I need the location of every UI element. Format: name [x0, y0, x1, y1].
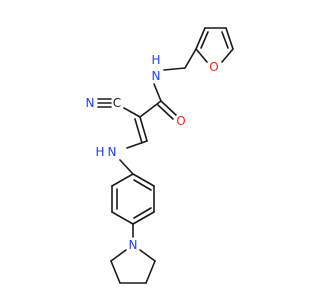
atom-n-amine-h: H	[95, 145, 104, 159]
bond-cc-double-1	[139, 116, 148, 142]
atom-o-carbonyl: O	[176, 114, 185, 128]
bond-ph-3	[132, 211, 155, 225]
bond-furan-3-inner	[221, 31, 229, 49]
bond-nh-phenyl	[119, 159, 134, 175]
atom-n-amide: N	[152, 69, 161, 83]
bond-nh-carbonyl	[153, 83, 162, 102]
bond-ph-4	[111, 211, 134, 225]
atom-n-nitrile: N	[86, 96, 95, 110]
bond-alpha-cnc	[123, 107, 141, 118]
molecule-structure: O H N O N C H N N	[86, 27, 234, 284]
bond-ph-6	[111, 173, 134, 187]
bond-furan-3	[225, 27, 234, 50]
bond-pyr-1	[139, 249, 156, 262]
bond-co-2	[157, 104, 174, 120]
atom-n-amide-h: H	[151, 53, 160, 67]
bond-furan-1	[195, 27, 206, 50]
atom-n-pyrrolidine: N	[129, 238, 138, 252]
bond-furan-4	[221, 48, 234, 63]
bonds	[97, 27, 234, 284]
bond-furan-5	[195, 48, 208, 63]
bond-vinyl-nh	[126, 140, 148, 149]
bond-pyr-5	[110, 249, 127, 262]
bond-ch2-nh	[163, 67, 186, 71]
atom-o-furan: O	[209, 60, 218, 74]
atom-c-nitrile: C	[113, 96, 121, 110]
bond-furan-1-inner	[200, 31, 209, 49]
bond-furan-ch2	[184, 48, 197, 69]
atom-labels: O H N O N C H N N	[86, 53, 219, 252]
bond-pyr-4	[110, 260, 121, 284]
bond-ph-1-inner	[133, 179, 152, 191]
bond-co-1	[160, 100, 177, 116]
bond-carbonyl-alpha	[139, 100, 162, 118]
atom-n-amine: N	[108, 145, 117, 159]
bond-cc-double-2	[134, 118, 143, 144]
bond-ph-1	[132, 173, 155, 187]
bond-ph-3-inner	[133, 207, 152, 219]
bond-pyr-2	[145, 260, 156, 284]
